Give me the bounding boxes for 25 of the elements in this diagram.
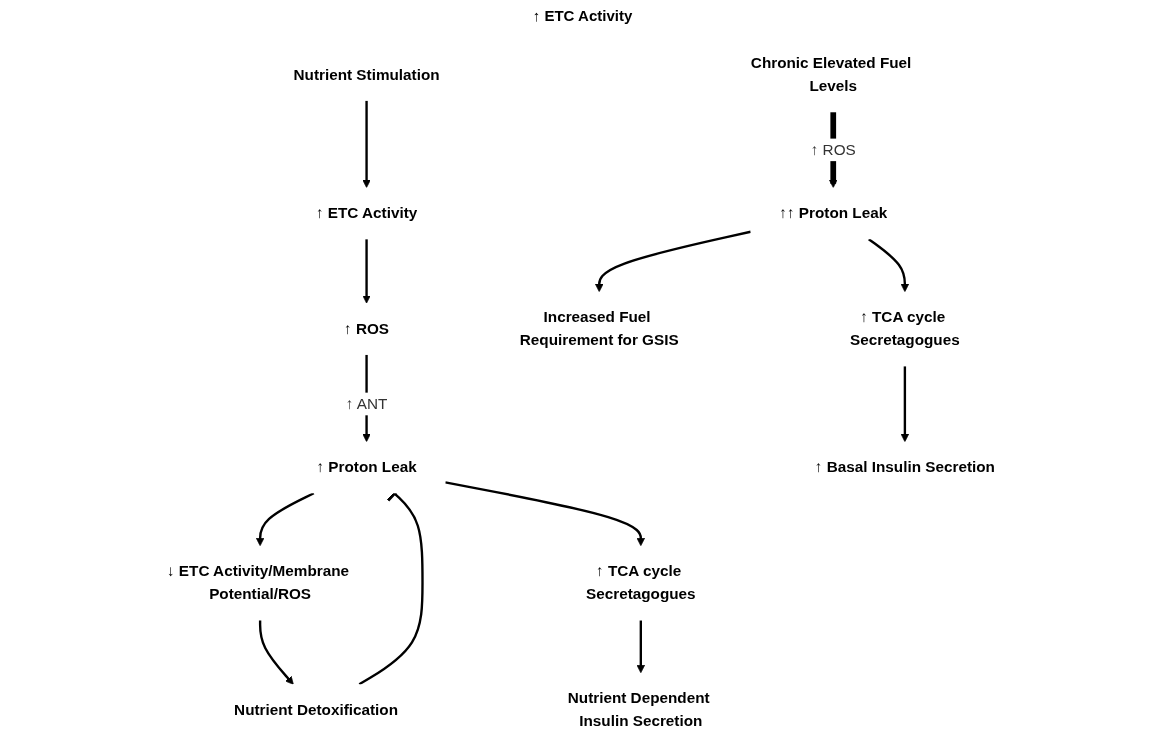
node-text: ↑ TCA cycle Secretagogues xyxy=(850,308,960,349)
arrow xyxy=(636,620,645,674)
arrow xyxy=(362,100,371,188)
node-text: Nutrient Stimulation xyxy=(293,66,440,83)
arrow xyxy=(255,492,315,547)
arrow xyxy=(868,238,910,293)
node-text: ↓ ETC Activity/Membrane Potential/ROS xyxy=(166,563,349,603)
arrow xyxy=(595,230,751,293)
node-text: ↑ ROS xyxy=(344,320,390,337)
arrow xyxy=(258,620,294,685)
arrow xyxy=(445,481,645,547)
node-text: ↑↑ Proton Leak xyxy=(779,204,888,222)
edge-label: ↑ ROS xyxy=(810,141,856,158)
node-text: ↑ Proton Leak xyxy=(316,458,417,476)
edge-label: ↑ ANT xyxy=(345,395,388,412)
arrow xyxy=(362,239,371,304)
arrow xyxy=(900,366,910,443)
node-text: ↑ ETC Activity xyxy=(315,204,418,222)
node-text: Chronic Elevated Fuel Levels xyxy=(750,54,912,94)
node-text: ↑ TCA cycle Secretagogues xyxy=(586,563,696,603)
node-text: Nutrient Dependent Insulin Secretion xyxy=(567,690,710,730)
node-text: Nutrient Detoxification xyxy=(234,701,398,718)
node-text: ↑ Basal Insulin Secretion xyxy=(814,458,995,476)
annotation-text: ↑ ETC Activity xyxy=(532,6,633,24)
node-text: Increased Fuel Requirement for GSIS xyxy=(519,308,679,349)
